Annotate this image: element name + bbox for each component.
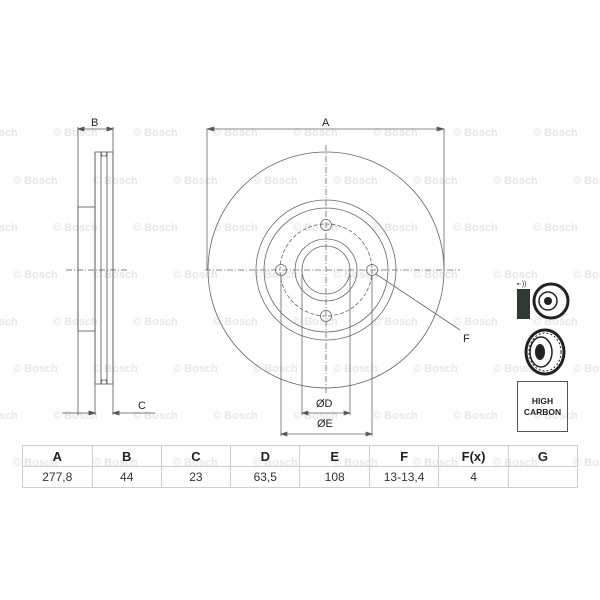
watermark-text: © Bosch (0, 410, 18, 422)
specs-value-row: 277,8 44 23 63,5 108 13-13,4 4 (22, 466, 579, 488)
watermark-text: © Bosch (413, 363, 458, 375)
watermark-text: © Bosch (333, 363, 378, 375)
watermark-text: © Bosch (93, 269, 138, 281)
watermark-text: © Bosch (293, 222, 338, 234)
watermark-text: © Bosch (453, 127, 498, 139)
watermark-text: © Bosch (13, 269, 58, 281)
watermark-text: © Bosch (573, 269, 600, 281)
watermark-text: © Bosch (533, 222, 578, 234)
watermark-text: © Bosch (453, 410, 498, 422)
value-cell: 108 (299, 466, 370, 488)
watermark-text: © Bosch (533, 410, 578, 422)
dimension-label-f: F (463, 333, 470, 345)
watermark-text: © Bosch (213, 222, 258, 234)
watermark-text: © Bosch (0, 316, 18, 328)
header-cell: C (160, 445, 232, 467)
badge-line-1: HIGH (531, 395, 554, 406)
value-cell: 4 (438, 466, 509, 488)
watermark-text: © Bosch (53, 222, 98, 234)
value-cell: 63,5 (230, 466, 301, 488)
dimension-label-a: A (322, 117, 330, 129)
front-view (205, 126, 461, 437)
watermark-text: © Bosch (133, 127, 178, 139)
value-cell: 23 (160, 466, 232, 488)
watermark-text: © Bosch (173, 269, 218, 281)
dimension-label-d: ØD (316, 398, 333, 410)
watermark-text: © Bosch (253, 363, 298, 375)
watermark-text: © Bosch (453, 222, 498, 234)
header-cell: A (22, 445, 93, 467)
header-cell: F(x) (438, 445, 509, 467)
badge-line-2: CARBON (523, 406, 562, 417)
watermark-text: © Bosch (373, 127, 418, 139)
dimension-label-e: ØE (317, 418, 333, 430)
watermark-text: © Bosch (413, 269, 458, 281)
watermark-text: © Bosch (293, 127, 338, 139)
value-cell (507, 466, 579, 488)
watermark-text: © Bosch (253, 175, 298, 187)
watermark-text: © Bosch (413, 175, 458, 187)
watermark-text: © Bosch (373, 410, 418, 422)
side-view (62, 126, 155, 416)
watermark-text: © Bosch (333, 175, 378, 187)
watermark-text: © Bosch (133, 222, 178, 234)
watermark-text: © Bosch (573, 457, 600, 469)
watermark-text: © Bosch (573, 363, 600, 375)
high-carbon-badge: HIGH CARBON (517, 381, 568, 432)
watermark-text: © Bosch (93, 175, 138, 187)
header-cell: B (91, 445, 162, 467)
header-cell: D (230, 445, 301, 467)
header-cell: F (368, 445, 440, 467)
value-cell: 44 (91, 466, 162, 488)
watermark-text: © Bosch (13, 175, 58, 187)
watermark-text: © Bosch (53, 316, 98, 328)
header-cell: G (507, 445, 579, 467)
watermark-text: © Bosch (93, 363, 138, 375)
watermark-text: © Bosch (533, 316, 578, 328)
svg-text:▪·)): ▪·)) (517, 281, 526, 288)
coated-disc-icon: ▪·)) (517, 281, 570, 320)
value-cell: 277,8 (22, 466, 93, 488)
watermark-text: © Bosch (493, 269, 538, 281)
watermark-text: © Bosch (453, 316, 498, 328)
watermark-text: © Bosch (0, 222, 18, 234)
dimension-label-c: C (138, 400, 146, 412)
watermark-text: © Bosch (133, 316, 178, 328)
watermark-text: © Bosch (13, 363, 58, 375)
watermark-text: © Bosch (213, 410, 258, 422)
specs-table: A B C D E F F(x) G 277,8 44 23 63,5 108 … (22, 445, 579, 488)
watermark-text: © Bosch (533, 127, 578, 139)
watermark-text: © Bosch (213, 127, 258, 139)
dimension-label-b: B (91, 117, 99, 129)
watermark-text: © Bosch (213, 316, 258, 328)
specs-header-row: A B C D E F F(x) G (22, 445, 579, 467)
value-cell: 13-13,4 (368, 466, 440, 488)
watermark-text: © Bosch (0, 127, 18, 139)
header-cell: E (299, 445, 370, 467)
vented-disc-icon (524, 328, 566, 376)
watermark-text: © Bosch (573, 175, 600, 187)
watermark-text: © Bosch (493, 175, 538, 187)
watermark-text: © Bosch (293, 316, 338, 328)
watermark-text: © Bosch (173, 175, 218, 187)
watermark-text: © Bosch (493, 363, 538, 375)
watermark-text: © Bosch (173, 363, 218, 375)
watermark-text: © Bosch (373, 316, 418, 328)
watermark-text: © Bosch (53, 127, 98, 139)
